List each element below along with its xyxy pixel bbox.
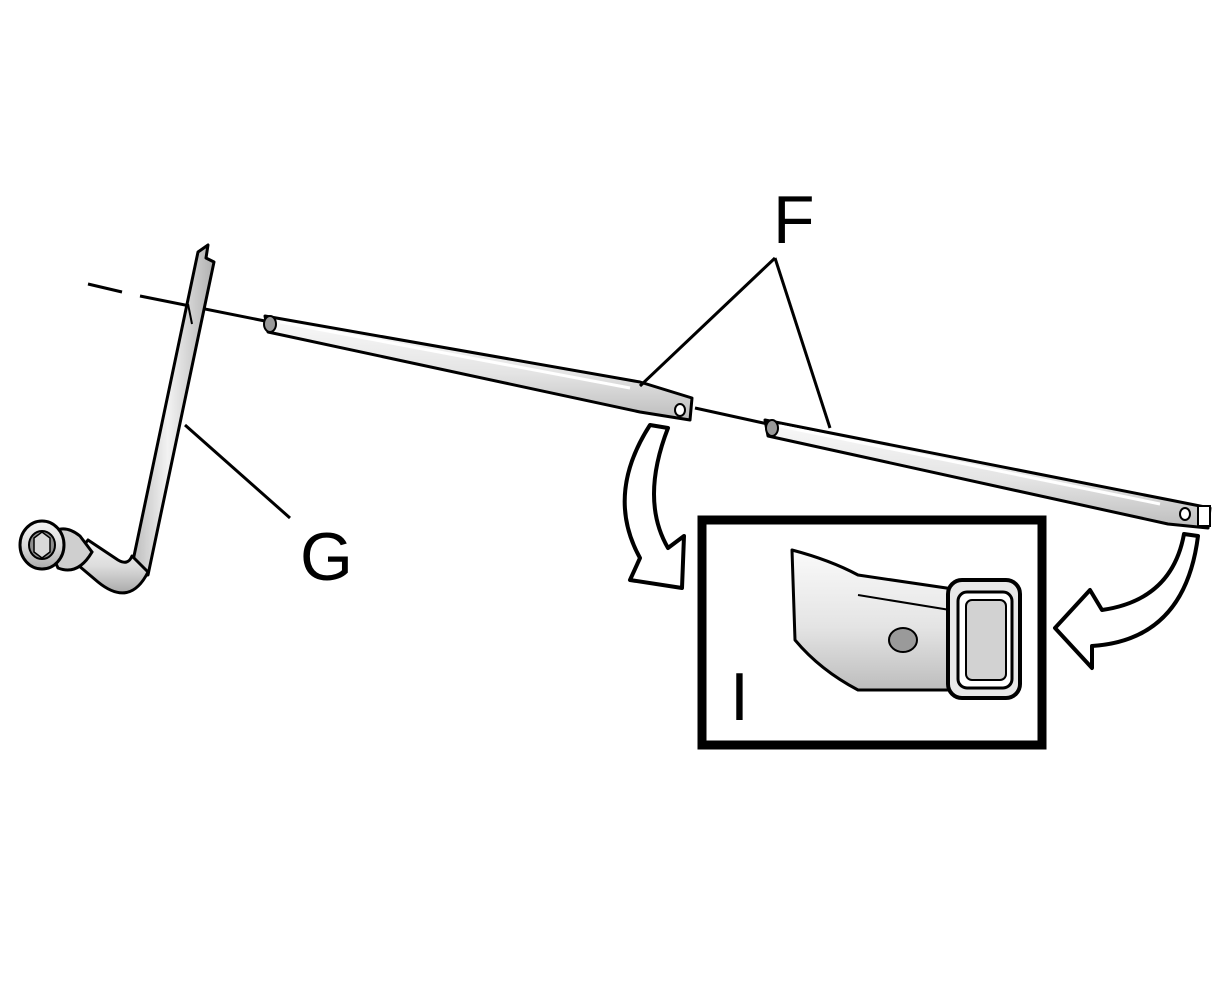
- callout-g: G: [300, 519, 353, 595]
- extension-rod-2: [763, 418, 1212, 530]
- arrow-right: [1053, 532, 1200, 670]
- callout-i: I: [730, 659, 749, 735]
- detail-inset: [697, 515, 1047, 750]
- wheel-wrench: [18, 243, 216, 595]
- callout-f: F: [773, 182, 815, 258]
- extension-rod-1: [263, 314, 694, 422]
- arrow-left: [622, 423, 686, 590]
